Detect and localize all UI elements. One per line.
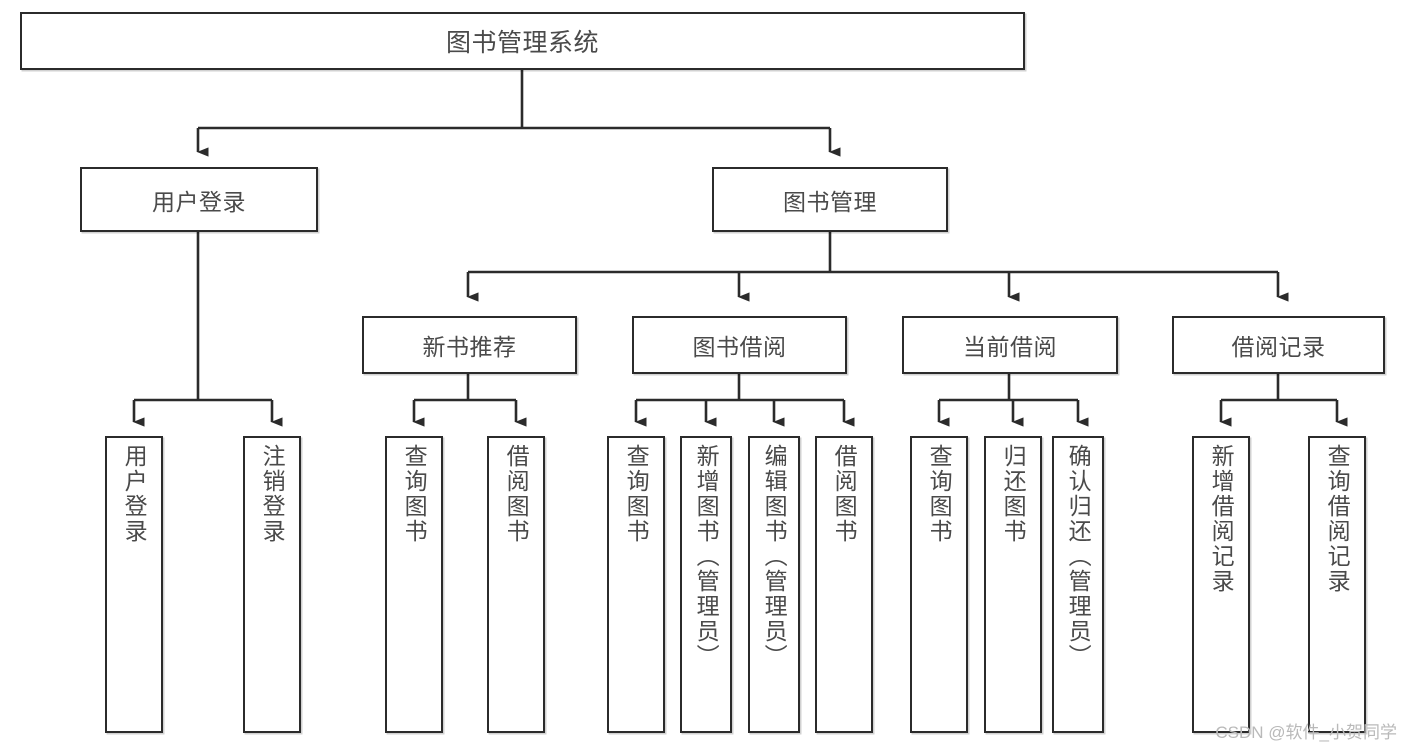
node-label: 图书管理: [783, 188, 877, 215]
node-label: 当前借阅: [963, 334, 1057, 360]
node-label: 图书借阅: [692, 334, 787, 360]
node-label: 新增借阅记录: [1208, 444, 1235, 594]
node-book-manage[interactable]: 图书管理: [712, 167, 948, 232]
node-leaf-user-login[interactable]: 用户登录: [105, 436, 163, 733]
node-leaf-query-record[interactable]: 查询借阅记录: [1308, 436, 1366, 733]
node-leaf-query-book-1[interactable]: 查询图书: [385, 436, 443, 733]
node-leaf-confirm-return[interactable]: 确认归还（管理员）: [1052, 436, 1104, 733]
node-leaf-borrow-book-1[interactable]: 借阅图书: [487, 436, 545, 733]
node-leaf-add-book[interactable]: 新增图书（管理员）: [680, 436, 732, 733]
node-label: 用户登录: [121, 444, 148, 544]
node-user-login[interactable]: 用户登录: [80, 167, 318, 232]
node-leaf-add-record[interactable]: 新增借阅记录: [1192, 436, 1250, 733]
watermark-text: CSDN @软件_小贺同学: [1215, 723, 1397, 742]
node-leaf-query-book-3[interactable]: 查询图书: [910, 436, 968, 733]
node-label: 借阅图书: [503, 444, 530, 544]
node-leaf-edit-book[interactable]: 编辑图书（管理员）: [748, 436, 800, 733]
node-label: 查询图书: [401, 444, 428, 544]
node-label: 新增图书（管理员）: [693, 444, 720, 669]
node-leaf-logout[interactable]: 注销登录: [243, 436, 301, 733]
node-label: 查询图书: [926, 444, 953, 544]
node-label: 借阅记录: [1231, 334, 1326, 360]
node-label: 新书推荐: [422, 334, 517, 360]
node-new-book-recommend[interactable]: 新书推荐: [362, 316, 577, 374]
node-label: 图书管理系统: [445, 29, 599, 57]
node-label: 查询借阅记录: [1324, 444, 1351, 594]
node-label: 确认归还（管理员）: [1065, 444, 1092, 669]
node-label: 注销登录: [259, 444, 286, 544]
node-book-borrow[interactable]: 图书借阅: [632, 316, 847, 374]
node-label: 归还图书: [1000, 444, 1027, 544]
node-borrow-record[interactable]: 借阅记录: [1172, 316, 1385, 374]
node-label: 查询图书: [623, 444, 650, 544]
node-leaf-return-book[interactable]: 归还图书: [984, 436, 1042, 733]
node-label: 借阅图书: [831, 444, 858, 544]
node-label: 编辑图书（管理员）: [761, 444, 788, 669]
node-leaf-borrow-book-2[interactable]: 借阅图书: [815, 436, 873, 733]
node-leaf-query-book-2[interactable]: 查询图书: [607, 436, 665, 733]
node-current-borrow[interactable]: 当前借阅: [902, 316, 1118, 374]
node-label: 用户登录: [152, 188, 246, 215]
node-root[interactable]: 图书管理系统: [20, 12, 1025, 70]
